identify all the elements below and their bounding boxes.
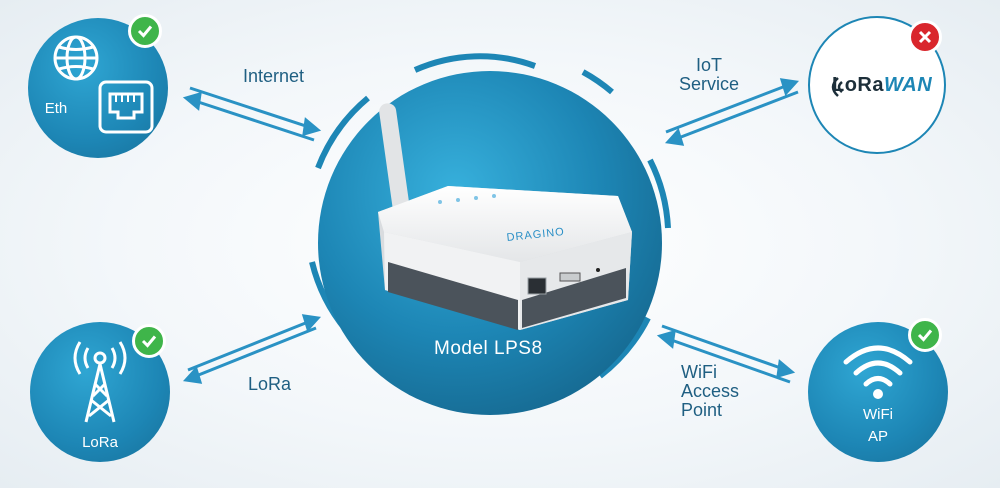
node-lorawan: LoRaWAN	[808, 16, 946, 154]
checkmark-icon	[141, 335, 157, 348]
checkmark-icon	[917, 329, 933, 342]
ring-arc-upper-right	[581, 69, 614, 95]
edge-label-wifi-line1: WiFi	[681, 362, 717, 382]
status-ok-badge	[908, 318, 942, 352]
arrow-eth	[182, 86, 322, 142]
close-icon	[918, 30, 932, 44]
status-ok-badge	[128, 14, 162, 48]
node-wifi-label-line2: AP	[867, 428, 888, 445]
edge-label-lora: LoRa	[248, 374, 292, 394]
node-lora: LoRa	[30, 322, 170, 462]
antenna	[379, 103, 411, 223]
lorawan-logo-left: LoRa	[832, 74, 884, 96]
usb-port	[559, 272, 581, 282]
gateway-device: DRAGINO	[378, 103, 632, 330]
status-ok-badge	[132, 324, 166, 358]
model-label: Model LPS8	[434, 338, 543, 359]
ring-arc-top	[413, 53, 537, 73]
edge-label-iot-line2: Service	[679, 74, 740, 94]
node-lora-label: LoRa	[82, 434, 118, 451]
edge-arrows	[182, 78, 800, 384]
node-wifi-label: WiFi AP	[808, 404, 948, 448]
arrow-lora	[182, 314, 322, 384]
lorawan-signal-icon	[831, 77, 843, 97]
arrow-wifi	[656, 324, 796, 384]
ethernet-port	[527, 277, 547, 295]
edge-label-wifi: WiFi Access Point	[681, 363, 739, 420]
wifi-icon	[843, 345, 913, 399]
globe-icon	[53, 35, 99, 81]
ring-arc-upper-left	[315, 95, 370, 170]
node-eth-label: Eth	[44, 100, 68, 117]
eth-icons	[53, 35, 154, 134]
ring-arc-lower-right	[598, 316, 651, 379]
node-wifi-ap: WiFi AP	[808, 318, 948, 462]
edge-label-wifi-line3: Point	[681, 400, 723, 420]
edge-label-internet: Internet	[243, 66, 305, 86]
ring-arc-right	[647, 158, 671, 229]
node-wifi-label-line1: WiFi	[863, 406, 893, 423]
radio-tower-icon	[73, 341, 127, 423]
node-eth: Eth	[28, 14, 168, 158]
status-error-badge	[908, 20, 942, 54]
edge-label-iot-line1: IoT	[696, 55, 723, 75]
edge-label-iot: IoT Service	[679, 56, 739, 94]
arrow-lorawan	[664, 78, 800, 146]
edge-label-wifi-line2: Access	[681, 381, 740, 401]
ethernet-port-icon	[98, 80, 154, 134]
lorawan-logo-right: WAN	[884, 74, 933, 96]
lorawan-logo: LoRaWAN	[832, 74, 932, 97]
checkmark-icon	[137, 25, 153, 38]
